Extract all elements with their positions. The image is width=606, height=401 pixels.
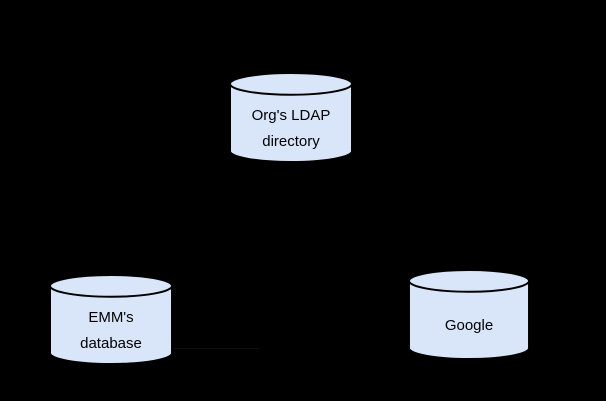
node-google: Google: [408, 269, 530, 360]
node-emm-database: EMM's database: [49, 274, 173, 365]
database-cylinder-icon: [229, 72, 353, 163]
database-cylinder-icon: [49, 274, 173, 365]
node-org-ldap-directory: Org's LDAP directory: [229, 72, 353, 163]
database-cylinder-icon: [408, 269, 530, 360]
connector-line-emm-to-google: [170, 348, 260, 349]
